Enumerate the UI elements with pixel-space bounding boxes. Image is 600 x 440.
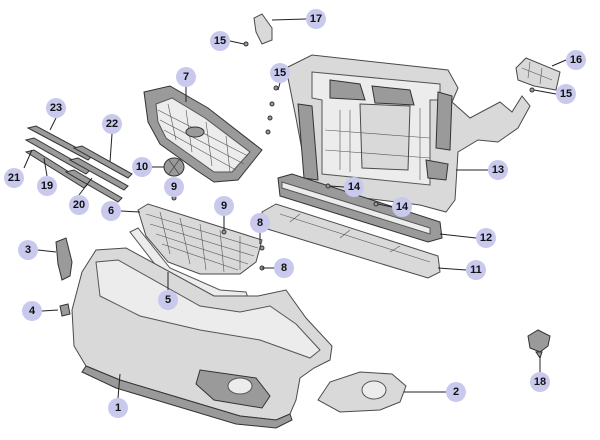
callout-18: 18	[530, 372, 550, 392]
emblem-part	[163, 157, 185, 177]
impact-bar	[277, 173, 443, 243]
callout-15-middle: 15	[270, 63, 290, 83]
callout-12: 12	[476, 228, 496, 248]
callout-4: 4	[22, 301, 42, 321]
callout-20: 20	[69, 195, 89, 215]
callout-7: 7	[176, 67, 196, 87]
callout-17: 17	[306, 9, 326, 29]
radiator-support-frame	[285, 54, 531, 213]
callout-9-left: 9	[164, 177, 184, 197]
top-bracket	[253, 13, 273, 45]
fog-lamp-bezel	[317, 371, 407, 413]
push-clip	[527, 329, 551, 360]
callout-9-right: 9	[214, 196, 234, 216]
clip-part	[59, 303, 71, 317]
callout-3: 3	[18, 240, 38, 260]
callout-15-right: 15	[556, 84, 576, 104]
bumper-cover	[71, 247, 333, 429]
callout-1: 1	[108, 398, 128, 418]
upper-grille	[143, 85, 263, 183]
callout-14-right: 14	[392, 197, 412, 217]
callout-15-top: 15	[210, 31, 230, 51]
side-bracket	[55, 237, 73, 281]
callout-23: 23	[46, 98, 66, 118]
callout-13: 13	[488, 160, 508, 180]
callout-11: 11	[466, 260, 486, 280]
callout-19: 19	[37, 176, 57, 196]
callout-22: 22	[102, 114, 122, 134]
callout-14-left: 14	[344, 177, 364, 197]
right-bracket	[515, 57, 561, 91]
callout-8-lower: 8	[274, 258, 294, 278]
leader-lines	[23, 18, 567, 399]
callout-6: 6	[101, 201, 121, 221]
callout-2: 2	[446, 382, 466, 402]
callout-8-upper: 8	[250, 213, 270, 233]
fasteners	[171, 41, 535, 271]
callout-16: 16	[566, 50, 586, 70]
callout-10: 10	[132, 157, 152, 177]
callout-21: 21	[4, 168, 24, 188]
callout-5: 5	[158, 290, 178, 310]
